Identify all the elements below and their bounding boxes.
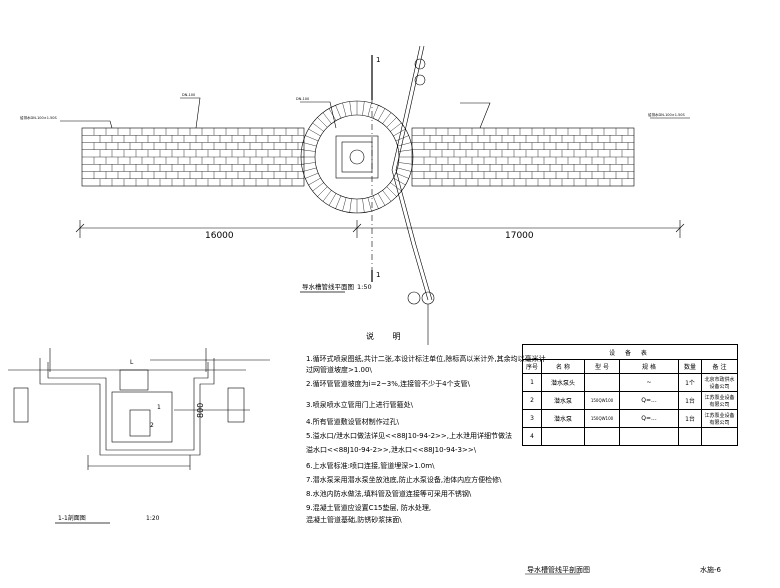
cell-qty: 1台 [678,391,702,410]
plan-view [60,45,690,345]
sheet-number: 水施-6 [700,565,722,574]
cell-no: 4 [522,427,542,446]
pool-inner-ring [314,114,400,200]
cell-qty: 1台 [678,409,702,428]
section-title: 1-1剖面图 [58,514,86,522]
plan-scale: 1:50 [357,283,372,291]
leader-left-2 [180,97,201,129]
header-spec: 规 格 [619,359,679,374]
cell-name: 潜水泵 [541,391,585,410]
cell-model [584,373,620,392]
cell-spec: ~ [619,373,679,392]
header-no: 序号 [522,359,542,374]
note-line: 过网管道坡度>1.00\ [306,366,372,374]
section-dim-height: 800 [196,403,205,418]
note-line: 5.溢水口/泄水口做法详见<<88J10-94-2>>,上水泄用详细节做法 [306,432,513,440]
table-row: 2 潜水泵 150QW100 Q=... 1台 江苏泵业设备有限公司 [522,391,738,410]
cell-remark: 北京市政供水设备公司 [701,373,738,392]
cell-spec: Q=... [619,409,679,428]
table-row: 3 潜水泵 150QW100 Q=... 1台 江苏泵业设备有限公司 [522,409,738,428]
section-mark-1: 1 [157,404,161,411]
cell-spec [619,427,679,446]
pump-symbol-bottom-b [421,291,435,305]
header-remark: 备 注 [701,359,738,374]
cell-no: 1 [522,373,542,392]
section-mark-bottom: 1 [376,271,380,279]
valve-symbol-top-2 [414,74,426,86]
cell-model [584,427,620,446]
drawing-title: 导水槽管线平剖面图 [527,565,590,574]
cell-spec: Q=... [619,391,679,410]
note-line: 溢水口<<88J10-94-2>>,泄水口<<88J10-94-3>>\ [306,446,477,454]
note-line: 3.喷泉喷水立管用门上进行管箍处\ [306,401,414,409]
section-mark-2: 2 [150,422,154,429]
dim-left-text: 16000 [205,231,234,241]
pump-symbol-bottom-a [407,291,421,305]
header-name: 名 称 [541,359,585,374]
cell-remark: 江苏泵业设备有限公司 [701,391,738,410]
equipment-table: 设 备 表 序号 名 称 型 号 规 格 数量 备 注 1 潜水泵头 ~ 1个 … [522,344,738,446]
cell-model: 150QW100 [584,391,620,410]
note-line: 7.潜水泵采用潜水泵坐放池底,防止水泵设备,池体内应方便检修\ [306,476,502,484]
pipe-label-right: 给排水DN-100×1.50S [648,112,685,117]
wall-right [227,387,245,423]
note-line: 4.所有管道敷设管材制作过孔\ [306,418,400,426]
note-line: 混凝土管道基础,防锈砂浆抹面\ [306,516,402,524]
channel-brick-courses [82,128,634,186]
pipe-line-b [395,45,433,301]
equipment-header-row: 序号 名 称 型 号 规 格 数量 备 注 [522,359,738,374]
nozzle-head [119,369,149,391]
pump-pit [335,135,379,179]
equipment-table-title: 设 备 表 [522,344,738,360]
nozzle-center [349,149,365,165]
dim-right-text: 17000 [505,231,534,241]
table-row: 4 [522,427,738,446]
section-scale: 1:20 [146,515,160,522]
pipe-line-a [391,45,429,301]
cell-remark [701,427,738,446]
cell-name: 潜水泵 [541,409,585,428]
pump-pit-section [111,391,173,443]
section-mark-L: L [130,359,134,366]
leader-mid-2 [460,102,491,129]
pool-section-outline [39,358,215,456]
leader-left [60,120,113,129]
pool-ring-bricks [301,101,413,213]
pump-unit [129,409,151,437]
note-line: 1.循环式喷泉图纸,共计二张,本设计标注单位,除标高以米计外,其余均以毫米计 [306,355,546,363]
section-mark-top: 1 [376,56,380,64]
table-row: 1 潜水泵头 ~ 1个 北京市政供水设备公司 [522,373,738,392]
pump-pit-inner [341,141,373,173]
cell-name: 潜水泵头 [541,373,585,392]
section-view [8,348,270,524]
cell-name [541,427,585,446]
cell-qty: 1个 [678,373,702,392]
cell-qty [678,427,702,446]
dimension-lines [75,220,685,238]
cell-remark: 江苏泵业设备有限公司 [701,409,738,428]
cell-no: 3 [522,409,542,428]
pipe-label-left: 给排水DN-100×1.50S [20,115,57,120]
supply-pipeline [391,45,435,345]
header-model: 型 号 [584,359,620,374]
pool-section-inner [47,362,209,451]
pipe-label-2: DN-100 [182,93,195,97]
wall-left [13,387,29,423]
valve-symbol-top [414,58,426,70]
cell-no: 2 [522,391,542,410]
cell-model: 150QW100 [584,409,620,428]
note-line: 2.循环管管道坡度为i=2~3%,连接管不少于4个支管\ [306,380,470,388]
header-qty: 数量 [678,359,702,374]
notes-title: 说 明 [366,332,409,341]
note-line: 8.水池内防水做法,填料管及管道连接等可采用不锈钢\ [306,490,472,498]
plan-title: 导水槽管线平面图 [302,282,354,291]
pipe-label-3: DN-100 [296,97,309,101]
note-line: 9.混凝土管道应设置C15垫层, 防水处理, [306,504,432,512]
note-line: 6.上水管标准:喷口连接,管道埋深>1.0m\ [306,462,435,470]
leader-mid [300,101,337,129]
